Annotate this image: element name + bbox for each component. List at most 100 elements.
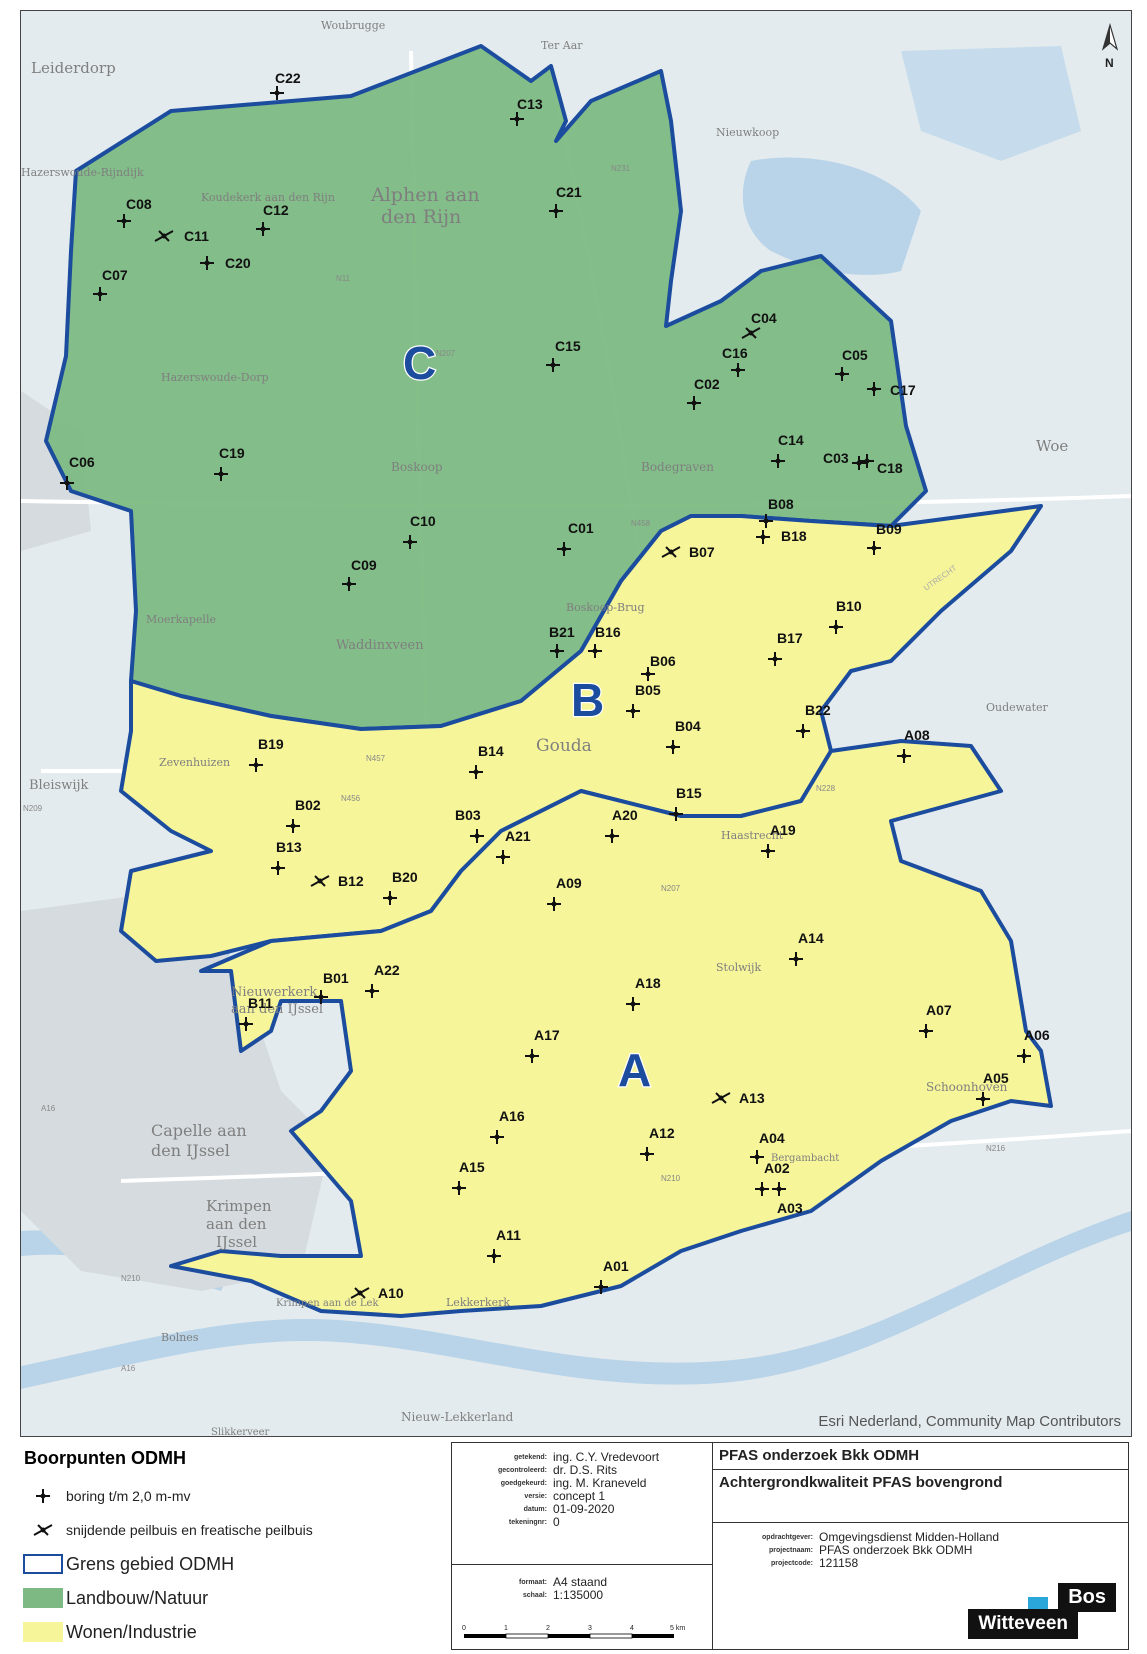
boring-point[interactable]: B04 [666, 718, 701, 754]
boring-point[interactable]: C02 [687, 376, 720, 410]
boring-point[interactable]: B16 [588, 624, 621, 658]
boring-point[interactable]: C10 [403, 513, 436, 549]
boring-point[interactable]: C21 [549, 184, 582, 218]
boring-point[interactable]: A06 [1017, 1027, 1050, 1063]
point-label: C11 [184, 228, 209, 244]
boring-point[interactable]: A18 [626, 975, 661, 1011]
legend-label: Landbouw/Natuur [66, 1587, 209, 1608]
boring-point[interactable]: A22 [365, 962, 400, 998]
place-label: aan den [206, 1215, 267, 1233]
boring-point[interactable]: A15 [452, 1159, 485, 1195]
point-label: A01 [603, 1258, 629, 1274]
boring-point[interactable]: A01 [594, 1258, 629, 1294]
boring-point[interactable]: B22 [796, 702, 831, 738]
boring-point[interactable]: B08 [759, 496, 794, 528]
boring-point[interactable]: C16 [722, 345, 748, 377]
boring-point[interactable]: B11 [239, 995, 273, 1031]
point-label: A15 [459, 1159, 485, 1175]
boring-point[interactable]: C01 [557, 520, 594, 556]
point-label: B17 [777, 630, 803, 646]
point-label: C08 [126, 196, 152, 212]
peilbuis-point[interactable]: B12 [310, 873, 364, 889]
boring-point[interactable]: C17 [867, 382, 916, 398]
boring-point[interactable]: C03 [823, 450, 866, 470]
point-label: C14 [778, 432, 804, 448]
meta-row: tekeningnr:0 [508, 1515, 560, 1529]
boring-point[interactable]: C20 [200, 255, 251, 271]
point-label: C15 [555, 338, 581, 354]
boring-point[interactable]: A21 [496, 828, 531, 864]
peilbuis-point[interactable]: A13 [711, 1090, 765, 1106]
boring-point[interactable]: C06 [60, 454, 95, 490]
place-label: Nieuwkoop [716, 126, 779, 139]
boring-point[interactable]: A08 [897, 727, 930, 763]
point-label: B05 [635, 682, 661, 698]
place-label: Oudewater [986, 701, 1049, 714]
road-label: N210 [121, 1274, 141, 1283]
boring-point[interactable]: B20 [383, 869, 418, 905]
place-label: Bergambacht [771, 1153, 839, 1164]
boring-point[interactable]: A12 [640, 1125, 675, 1161]
boring-point[interactable]: B01 [314, 970, 349, 1004]
peilbuis-point[interactable]: B07 [661, 544, 715, 560]
boring-point[interactable]: B13 [271, 839, 302, 875]
boring-point[interactable]: B18 [756, 528, 807, 544]
boring-point[interactable]: B02 [286, 797, 321, 833]
boring-point[interactable]: A16 [490, 1108, 525, 1144]
boring-point[interactable]: C07 [93, 267, 128, 301]
boring-point[interactable]: B17 [768, 630, 803, 666]
boring-point[interactable]: A20 [605, 807, 638, 843]
map-frame[interactable]: Woubrugge Ter Aar Leiderdorp Hazerswoude… [20, 10, 1132, 1437]
point-label: B03 [455, 807, 481, 823]
meta-row: schaal:1:135000 [522, 1588, 604, 1602]
boring-point[interactable]: B15 [669, 785, 702, 821]
boring-point[interactable]: C14 [771, 432, 804, 468]
point-label: A21 [505, 828, 531, 844]
zone-label-c: C [403, 337, 436, 389]
meta-row: versie:concept 1 [524, 1489, 606, 1503]
place-label: Nieuw-Lekkerland [401, 1410, 514, 1424]
boring-point[interactable]: B09 [867, 521, 902, 555]
boundary-swatch [23, 1554, 63, 1574]
title-block-right: PFAS onderzoek Bkk ODMH Achtergrondkwali… [713, 1443, 1128, 1649]
boring-point[interactable]: C15 [546, 338, 581, 372]
boring-point[interactable]: C18 [860, 454, 903, 476]
boring-point[interactable]: B19 [249, 736, 284, 772]
boring-point[interactable]: A03 [772, 1182, 803, 1216]
zone-a-polygon [169, 739, 1053, 1318]
green-swatch [23, 1588, 63, 1608]
boring-point[interactable]: B10 [829, 598, 862, 634]
boring-point[interactable]: B06 [641, 653, 676, 681]
point-label: B08 [768, 496, 794, 512]
boring-point[interactable]: A07 [919, 1002, 952, 1038]
boring-point[interactable]: B14 [469, 743, 504, 779]
boring-point[interactable]: A02 [755, 1160, 790, 1196]
boring-point[interactable]: C13 [510, 96, 543, 126]
boring-point[interactable]: A04 [750, 1130, 785, 1164]
map-canvas[interactable]: Woubrugge Ter Aar Leiderdorp Hazerswoude… [21, 11, 1131, 1436]
place-label: den IJssel [151, 1141, 230, 1160]
boring-point[interactable]: A14 [789, 930, 824, 966]
boring-point[interactable]: C22 [270, 70, 301, 100]
boring-point[interactable]: A09 [547, 875, 582, 911]
boring-point[interactable]: A11 [487, 1227, 521, 1263]
boring-point[interactable]: A17 [525, 1027, 560, 1063]
boring-point[interactable]: C05 [835, 347, 868, 381]
boring-point[interactable]: C12 [256, 202, 289, 236]
peilbuis-point[interactable]: C04 [741, 310, 777, 339]
boring-point[interactable]: A19 [761, 822, 796, 858]
boring-point[interactable]: C09 [342, 557, 377, 591]
boring-point[interactable]: B03 [455, 807, 484, 843]
peilbuis-point[interactable]: C11 [154, 228, 209, 244]
legend-item-landbouw: Landbouw/Natuur [20, 1581, 450, 1615]
place-label: Boskoop [391, 460, 443, 474]
boring-point[interactable]: B21 [549, 624, 575, 658]
peilbuis-point[interactable]: A10 [350, 1285, 404, 1301]
place-label: Alphen aan [370, 184, 480, 206]
boring-point[interactable]: A05 [976, 1070, 1009, 1106]
point-label: A17 [534, 1027, 560, 1043]
boring-point[interactable]: C19 [214, 445, 245, 481]
boring-point[interactable]: C08 [117, 196, 152, 228]
point-label: A05 [983, 1070, 1009, 1086]
boring-point[interactable]: B05 [626, 682, 661, 718]
